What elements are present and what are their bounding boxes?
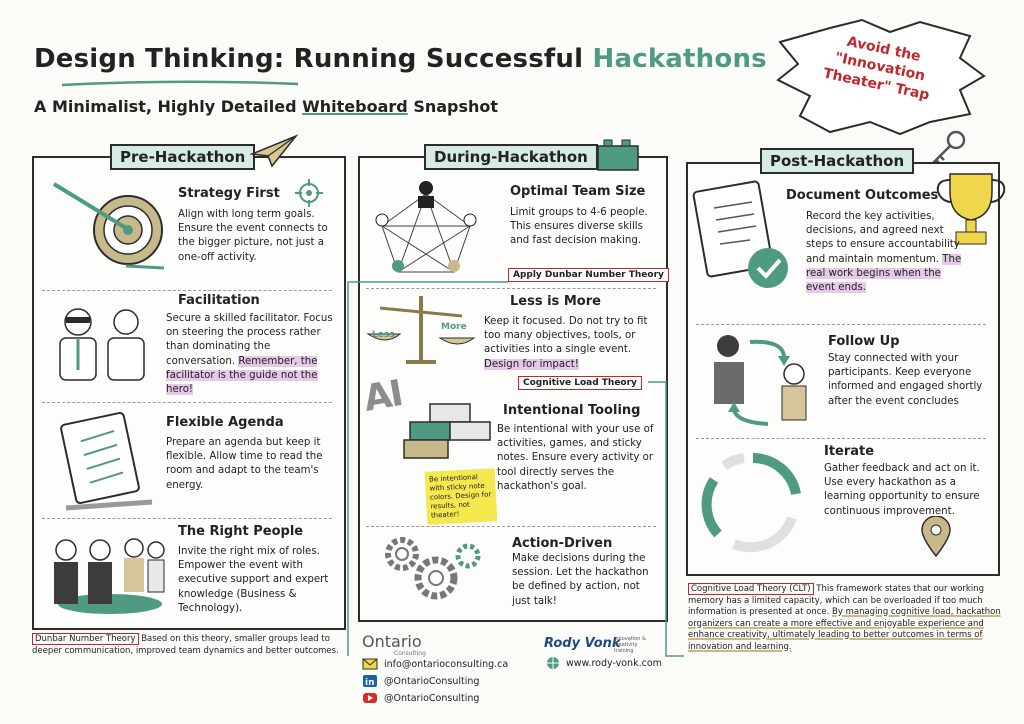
pre-footnote: Dunbar Number Theory Based on this theor… [32,633,342,657]
dunbar-text: Based on this theory, smaller groups lea… [32,634,339,656]
ontario-logo-sub: Consulting [394,650,426,657]
divider [696,324,986,325]
dunbar-theory-tag: Apply Dunbar Number Theory [508,268,669,282]
facilitators-illustration [59,308,145,381]
section-title-facilitation: Facilitation [178,293,260,308]
less-more-highlight: Design for impact! [484,358,579,370]
divider [366,288,656,289]
svg-text:in: in [365,678,375,688]
section-title-iterate: Iterate [824,444,875,459]
section-body-action: Make decisions during the session. Let t… [512,553,649,607]
subtitle-text-b: Whiteboard [302,97,408,116]
section-body-strategy: Align with long term goals. Ensure the e… [178,209,328,263]
post-footnote: Cognitive Load Theory (CLT) This framewo… [688,583,1004,653]
email-contact[interactable]: info@ontarioconsulting.ca [362,658,508,670]
trophy-icon [936,173,1006,245]
website-text: www.rody-vonk.com [566,657,662,669]
section-body-right-people: Invite the right mix of roles. Empower t… [178,546,329,614]
scale-label-less: Less [372,330,395,340]
section-title-less-more: Less is More [510,294,601,309]
globe-icon [547,657,559,669]
clt-tag: Cognitive Load Theory (CLT) [688,583,814,595]
paper-plane-icon [250,134,298,168]
section-title-tooling: Intentional Tooling [503,403,641,418]
cognitive-load-tag: Cognitive Load Theory [518,376,642,390]
ontario-logo: Ontario [362,632,422,651]
youtube-contact[interactable]: @OntarioConsulting [362,692,479,704]
building-blocks-icon [403,403,491,459]
title-underline [61,80,299,87]
scale-label-more: More [441,322,467,332]
gears-icon [385,537,481,600]
divider [696,438,986,439]
section-body-follow-up: Stay connected with your participants. K… [828,353,983,407]
section-body-tooling: Be intentional with your use of activiti… [497,424,654,492]
balance-scale-icon [366,296,476,364]
section-body-agenda: Prepare an agenda but keep it flexible. … [166,437,323,491]
section-body-iterate: Gather feedback and act on it. Use every… [824,463,980,517]
subtitle-text-a: A Minimalist, Highly Detailed [34,97,297,116]
facilitation-text: Secure a skilled facilitator. Focus on s… [166,313,333,367]
divider [42,518,332,519]
clipboard-icon [60,411,153,511]
during-hackathon-header: During-Hackathon [424,144,598,170]
callout-starburst [776,18,986,136]
linkedin-text: @OntarioConsulting [384,675,480,687]
title-accent: Hackathons [592,44,767,74]
youtube-icon [363,693,377,703]
crosshair-icon [295,179,323,207]
website-contact[interactable]: www.rody-vonk.com [546,656,662,670]
document-check-icon [692,180,788,288]
page-title: Design Thinking: Running Successful Hack… [34,44,767,74]
subtitle-text-c: Snapshot [413,97,499,116]
location-pin-icon [921,516,951,558]
section-body-less-more: Keep it focused. Do not try to fit too m… [484,315,659,372]
section-title-right-people: The Right People [178,524,304,539]
dunbar-tag: Dunbar Number Theory [32,633,139,645]
email-text: info@ontarioconsulting.ca [384,658,509,670]
clt-text-a: This framework states that our working m… [688,584,984,617]
divider [42,290,332,291]
divider [42,402,332,403]
clt-text-b: By managing cognitive load, hackathon or… [688,607,1001,652]
document-text: Record the key activities, decisions, an… [806,211,960,265]
linkedin-contact[interactable]: in @OntarioConsulting [362,674,479,688]
section-title-follow-up: Follow Up [828,334,900,349]
youtube-text: @OntarioConsulting [384,692,480,704]
follow-up-illustration [714,335,807,426]
section-title-team-size: Optimal Team Size [510,184,646,199]
rody-vonk-logo: Rody Vonk [544,636,621,651]
title-main: Design Thinking: Running Successful [34,44,584,74]
section-title-strategy: Strategy First [178,186,280,201]
people-illustration [54,538,165,614]
connector-lines [347,281,684,657]
section-body-document: Record the key activities, decisions, an… [806,210,964,295]
mail-icon [362,658,378,670]
section-title-document: Document Outcomes [786,188,939,203]
linkedin-icon: in [363,675,377,688]
section-title-agenda: Flexible Agenda [166,415,284,430]
cycle-arrows-icon [701,453,801,553]
post-hackathon-header: Post-Hackathon [760,148,915,174]
pre-hackathon-header: Pre-Hackathon [110,144,256,170]
section-body-facilitation: Secure a skilled facilitator. Focus on s… [166,312,336,397]
section-title-action: Action-Driven [512,536,613,551]
less-more-text: Keep it focused. Do not try to fit too m… [484,316,648,356]
rody-vonk-logo-sub: innovation & creativity training [614,636,646,654]
target-icon [52,182,165,270]
page-subtitle: A Minimalist, Highly Detailed Whiteboard… [34,97,498,116]
divider [366,526,656,527]
team-network-icon [375,181,477,273]
section-body-team-size: Limit groups to 4-6 people. This ensures… [510,207,648,247]
block-icon [597,139,639,171]
